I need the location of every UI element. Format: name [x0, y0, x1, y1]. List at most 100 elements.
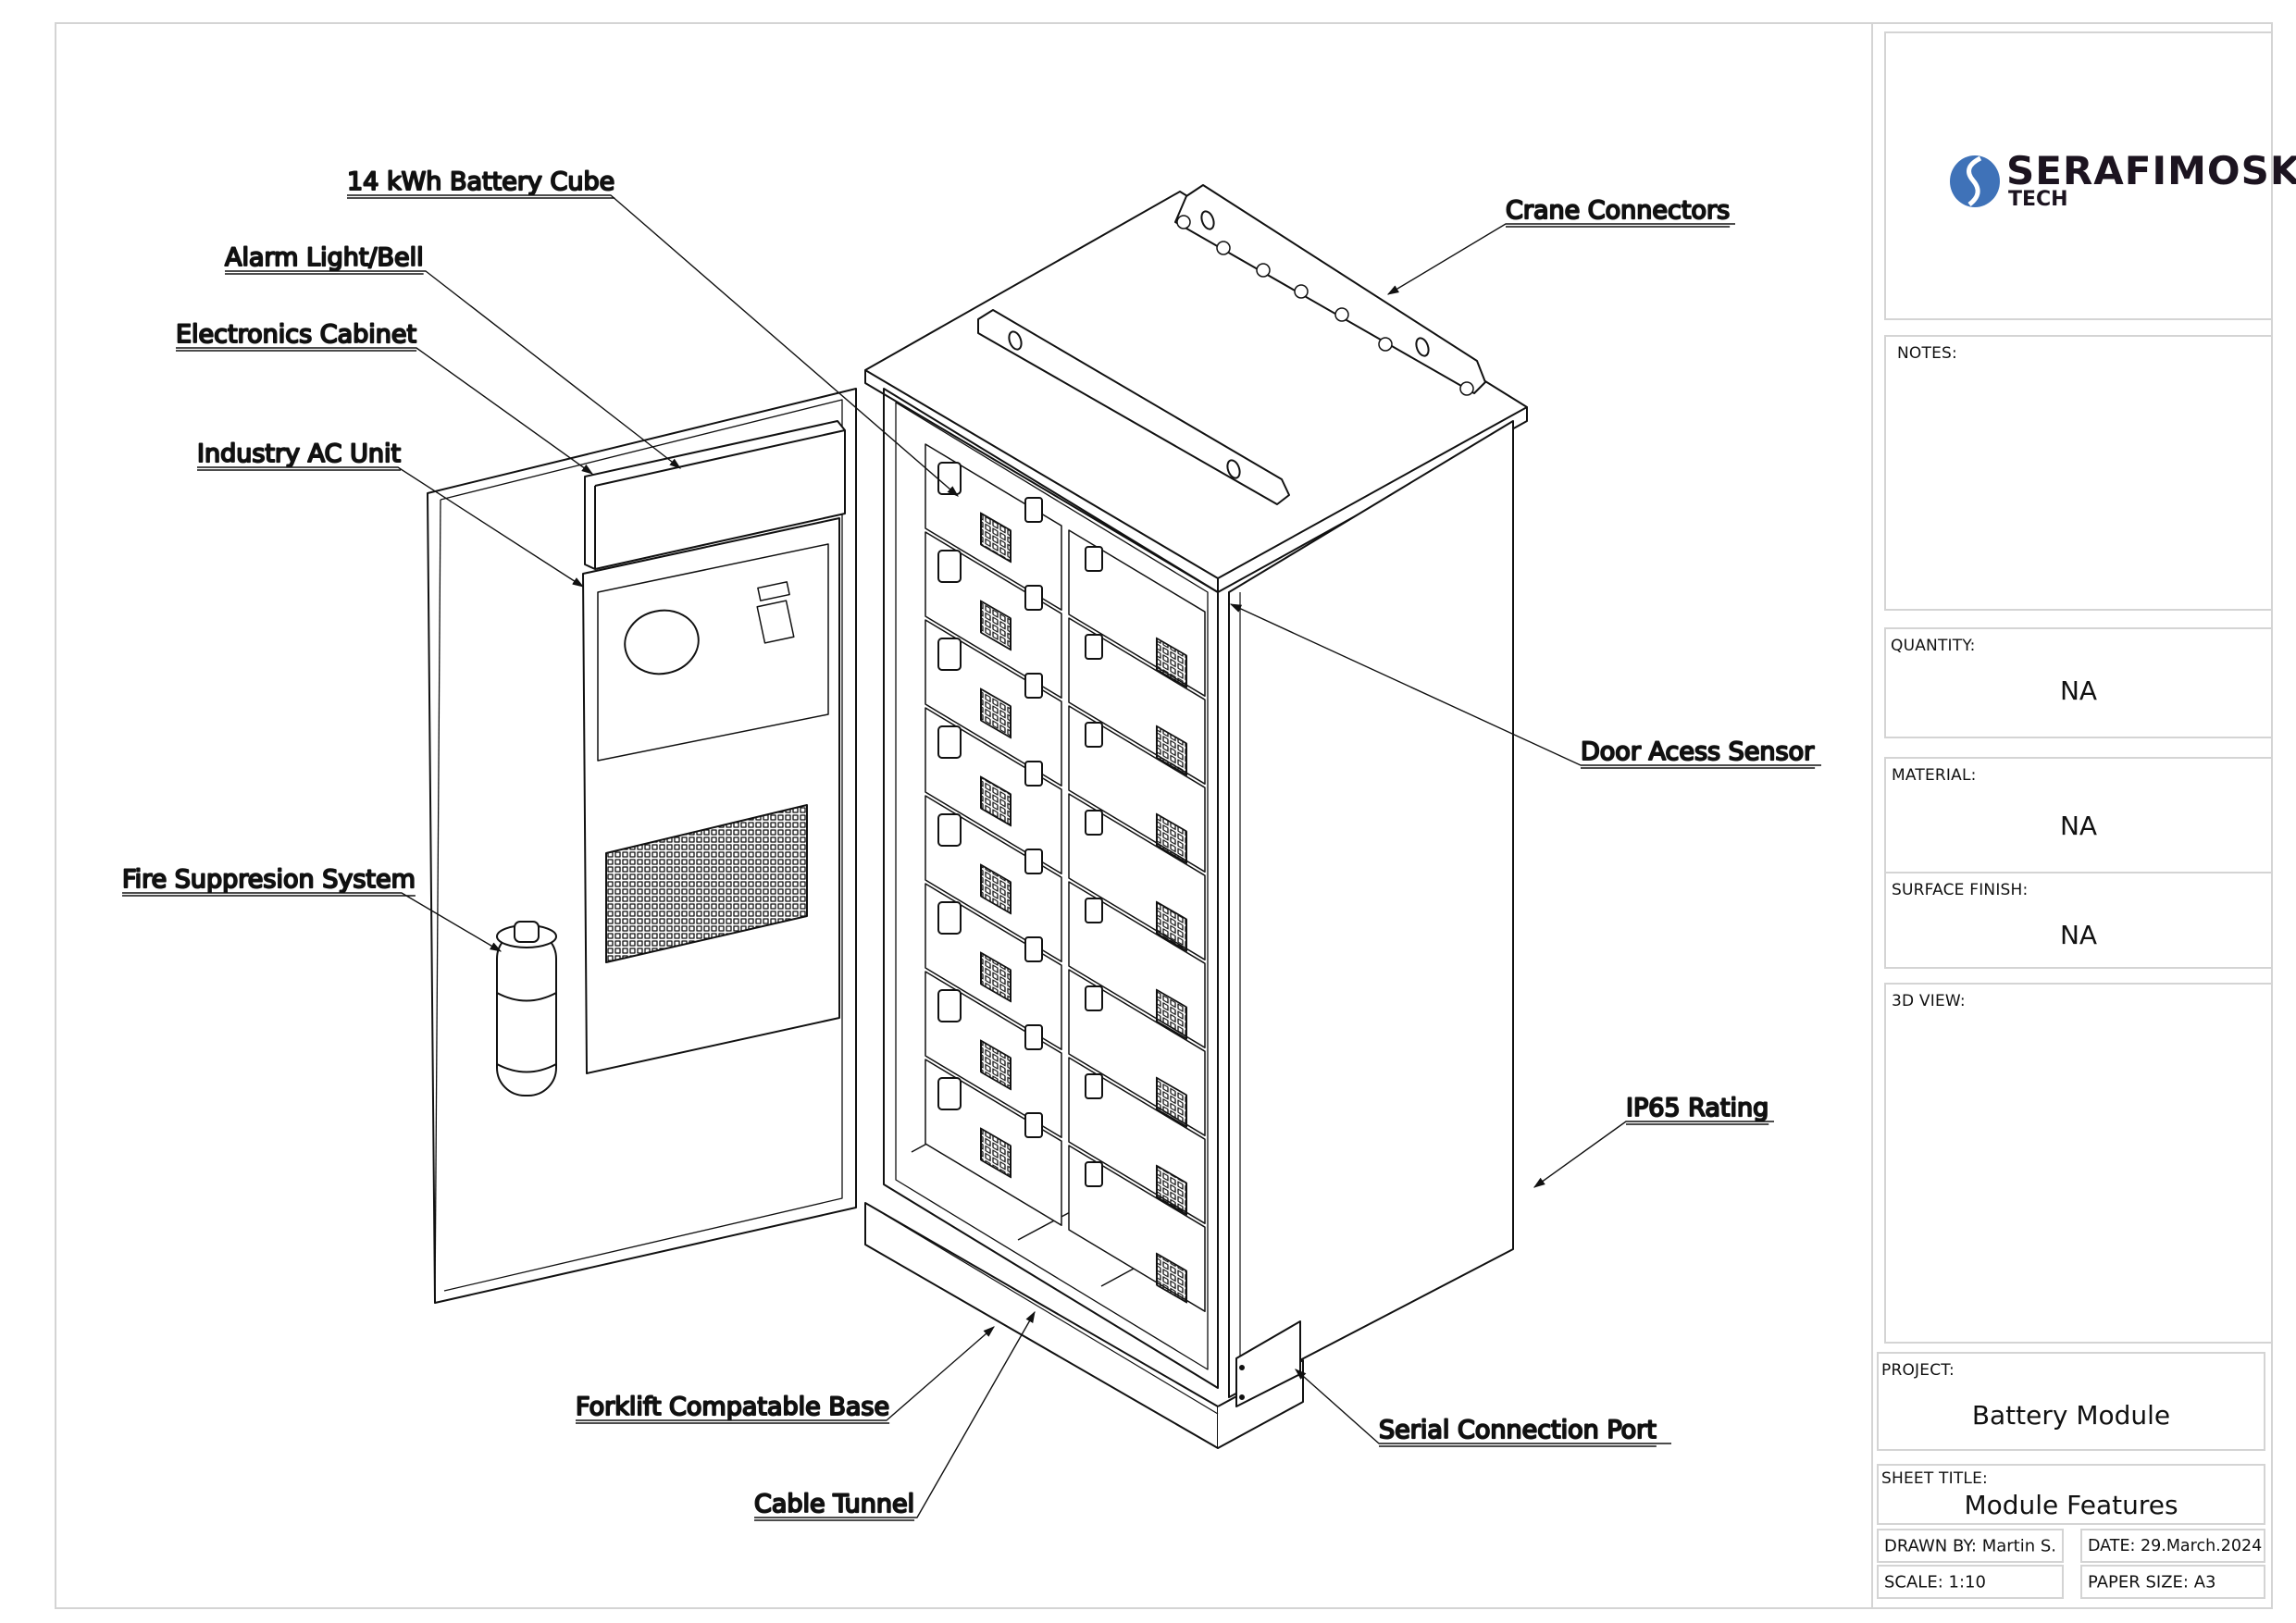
battery-module — [925, 531, 1062, 699]
callout-ip65: IP65 Rating — [1626, 1094, 1769, 1122]
battery-module — [1068, 705, 1206, 873]
battery-terminal-icon — [1024, 1112, 1043, 1138]
battery-module — [1068, 529, 1206, 697]
notes-label: NOTES: — [1897, 344, 1957, 363]
material-value: NA — [2059, 811, 2098, 841]
leader-crane-connectors — [1386, 223, 1735, 295]
callout-forklift-base: Forklift Compatable Base — [576, 1393, 889, 1421]
battery-fan-icon — [980, 951, 1011, 1003]
project-label: PROJECT: — [1881, 1361, 1955, 1380]
battery-module — [1068, 1057, 1206, 1224]
battery-terminal-icon — [1085, 1161, 1103, 1187]
3d-view-box: 3D VIEW: — [1884, 983, 2273, 1344]
surface-finish-value: NA — [2059, 920, 2098, 950]
battery-module — [925, 707, 1062, 874]
quantity-label: QUANTITY: — [1891, 637, 1976, 655]
company-logo: SERAFIMOSKI TECH — [1949, 151, 2296, 216]
battery-module — [925, 971, 1062, 1138]
battery-module — [1068, 881, 1206, 1048]
battery-terminal-icon — [1085, 898, 1103, 923]
fire-suppression-cylinder — [496, 921, 557, 1096]
battery-terminal-icon — [1085, 810, 1103, 836]
drawn-by-value: DRAWN BY: Martin S. — [1884, 1536, 2057, 1555]
callout-crane-connectors: Crane Connectors — [1506, 196, 1730, 225]
leader-forklift-base — [576, 1326, 995, 1421]
battery-fan-icon — [980, 1127, 1011, 1179]
battery-terminal-icon — [1024, 1024, 1043, 1050]
callout-labels: 14 kWh Battery Cube Alarm Light/Bell Ele… — [121, 167, 1816, 1521]
battery-switch-icon — [937, 725, 962, 759]
battery-module — [1068, 1145, 1206, 1312]
battery-fan-icon — [1156, 1076, 1187, 1128]
callout-door-sensor: Door Acess Sensor — [1581, 737, 1815, 766]
date-value: DATE: 29.March.2024 — [2088, 1536, 2263, 1555]
material-label: MATERIAL: — [1892, 766, 1977, 785]
crane-connector-front — [977, 309, 1290, 505]
logo-wordmark: SERAFIMOSKI — [2006, 148, 2296, 193]
battery-module — [1068, 617, 1206, 785]
battery-terminal-icon — [1024, 849, 1043, 874]
leader-alarm — [225, 270, 681, 469]
quantity-value: NA — [2059, 675, 2098, 706]
battery-fan-icon — [980, 688, 1011, 739]
3d-view-label: 3D VIEW: — [1892, 992, 1966, 1010]
material-box: MATERIAL: NA — [1884, 757, 2273, 873]
notes-box: NOTES: — [1884, 335, 2273, 611]
title-block-divider — [1871, 22, 1873, 1609]
callout-cable-tunnel: Cable Tunnel — [754, 1490, 914, 1518]
project-box: PROJECT: Battery Module — [1877, 1352, 2265, 1451]
leader-cable-tunnel — [754, 1310, 1036, 1518]
leader-door-sensor — [1229, 603, 1821, 766]
battery-terminal-icon — [1024, 936, 1043, 962]
sheet-title-label: SHEET TITLE: — [1881, 1469, 1988, 1488]
drawn-by-box: DRAWN BY: Martin S. — [1877, 1529, 2064, 1563]
callout-fire-suppression: Fire Suppresion System — [122, 865, 416, 894]
battery-fan-icon — [980, 600, 1011, 651]
battery-terminal-icon — [1024, 673, 1043, 699]
battery-terminal-icon — [1024, 585, 1043, 611]
callout-alarm: Alarm Light/Bell — [225, 243, 424, 272]
battery-module — [925, 1059, 1062, 1226]
battery-terminal-icon — [1085, 722, 1103, 748]
battery-fan-icon — [1156, 988, 1187, 1040]
battery-module — [925, 795, 1062, 962]
logo-box: SERAFIMOSKI TECH — [1884, 31, 2296, 320]
battery-switch-icon — [937, 550, 962, 583]
scale-box: SCALE: 1:10 — [1877, 1565, 2064, 1599]
battery-terminal-icon — [1085, 634, 1103, 660]
battery-fan-icon — [980, 775, 1011, 827]
battery-module — [925, 883, 1062, 1050]
callout-ac-unit: Industry AC Unit — [197, 440, 401, 468]
battery-switch-icon — [937, 813, 962, 847]
battery-fan-icon — [1156, 1164, 1187, 1216]
battery-module — [1068, 969, 1206, 1136]
alarm-light-bell — [584, 420, 846, 570]
battery-terminal-icon — [1024, 497, 1043, 523]
isometric-drawing: 14 kWh Battery Cube Alarm Light/Bell Ele… — [56, 24, 1870, 1607]
cabinet-body — [864, 191, 1528, 1449]
crane-connector-rear — [1174, 184, 1486, 396]
date-box: DATE: 29.March.2024 — [2080, 1529, 2265, 1563]
surface-finish-box: SURFACE FINISH: NA — [1884, 872, 2273, 969]
battery-fan-icon — [980, 512, 1011, 564]
leader-fire-suppression — [122, 892, 503, 952]
battery-terminal-icon — [1085, 1073, 1103, 1099]
battery-module — [1068, 793, 1206, 960]
battery-terminal-icon — [1085, 985, 1103, 1011]
callout-leaders — [122, 194, 1821, 1518]
battery-fan-icon — [980, 1039, 1011, 1091]
battery-switch-icon — [937, 989, 962, 1022]
battery-switch-icon — [937, 1077, 962, 1110]
battery-switch-icon — [937, 638, 962, 671]
battery-stack — [925, 443, 1206, 1312]
quantity-box: QUANTITY: NA — [1884, 627, 2273, 738]
callout-electronics-cabinet: Electronics Cabinet — [176, 320, 416, 349]
battery-fan-icon — [1156, 1252, 1187, 1304]
battery-terminal-icon — [1024, 761, 1043, 787]
battery-fan-icon — [1156, 900, 1187, 952]
callout-battery-cube: 14 kWh Battery Cube — [347, 167, 614, 196]
logo-swirl-icon — [1950, 155, 2000, 207]
callout-serial-port: Serial Connection Port — [1379, 1416, 1657, 1444]
logo-subtitle: TECH — [2008, 188, 2068, 211]
surface-finish-label: SURFACE FINISH: — [1892, 881, 2029, 899]
